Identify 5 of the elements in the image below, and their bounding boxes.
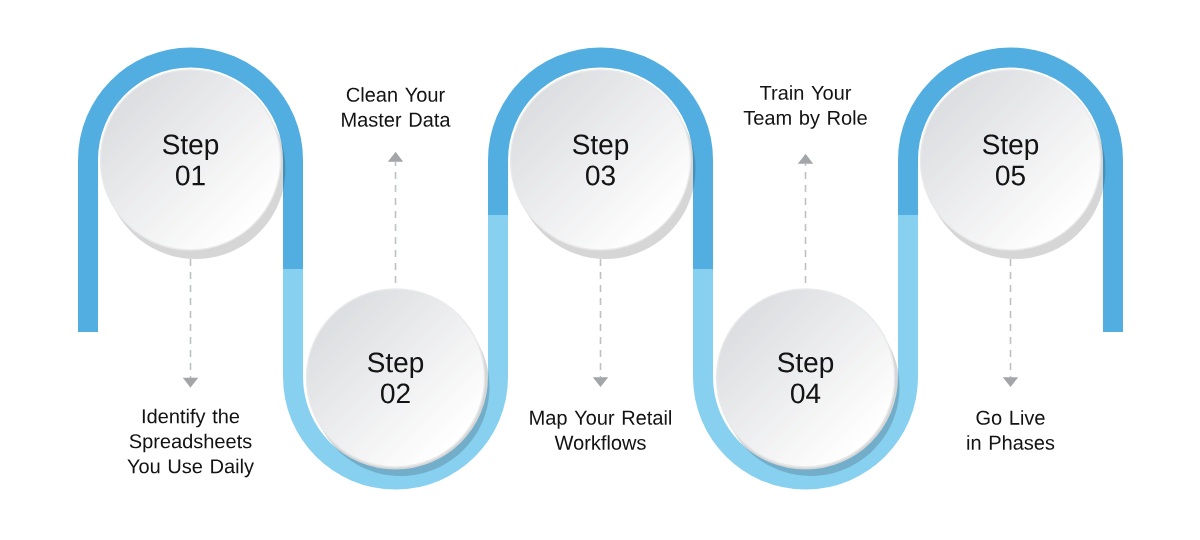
step-description: Map Your Retail Workflows — [530, 410, 671, 450]
step-description: Train Your Team by Role — [743, 85, 867, 129]
step-description: Clean Your Master Data — [342, 87, 451, 127]
step-description: Identify the Spreadsheets You Use Daily — [127, 408, 254, 478]
step-description: Go Live in Phases — [967, 410, 1055, 450]
